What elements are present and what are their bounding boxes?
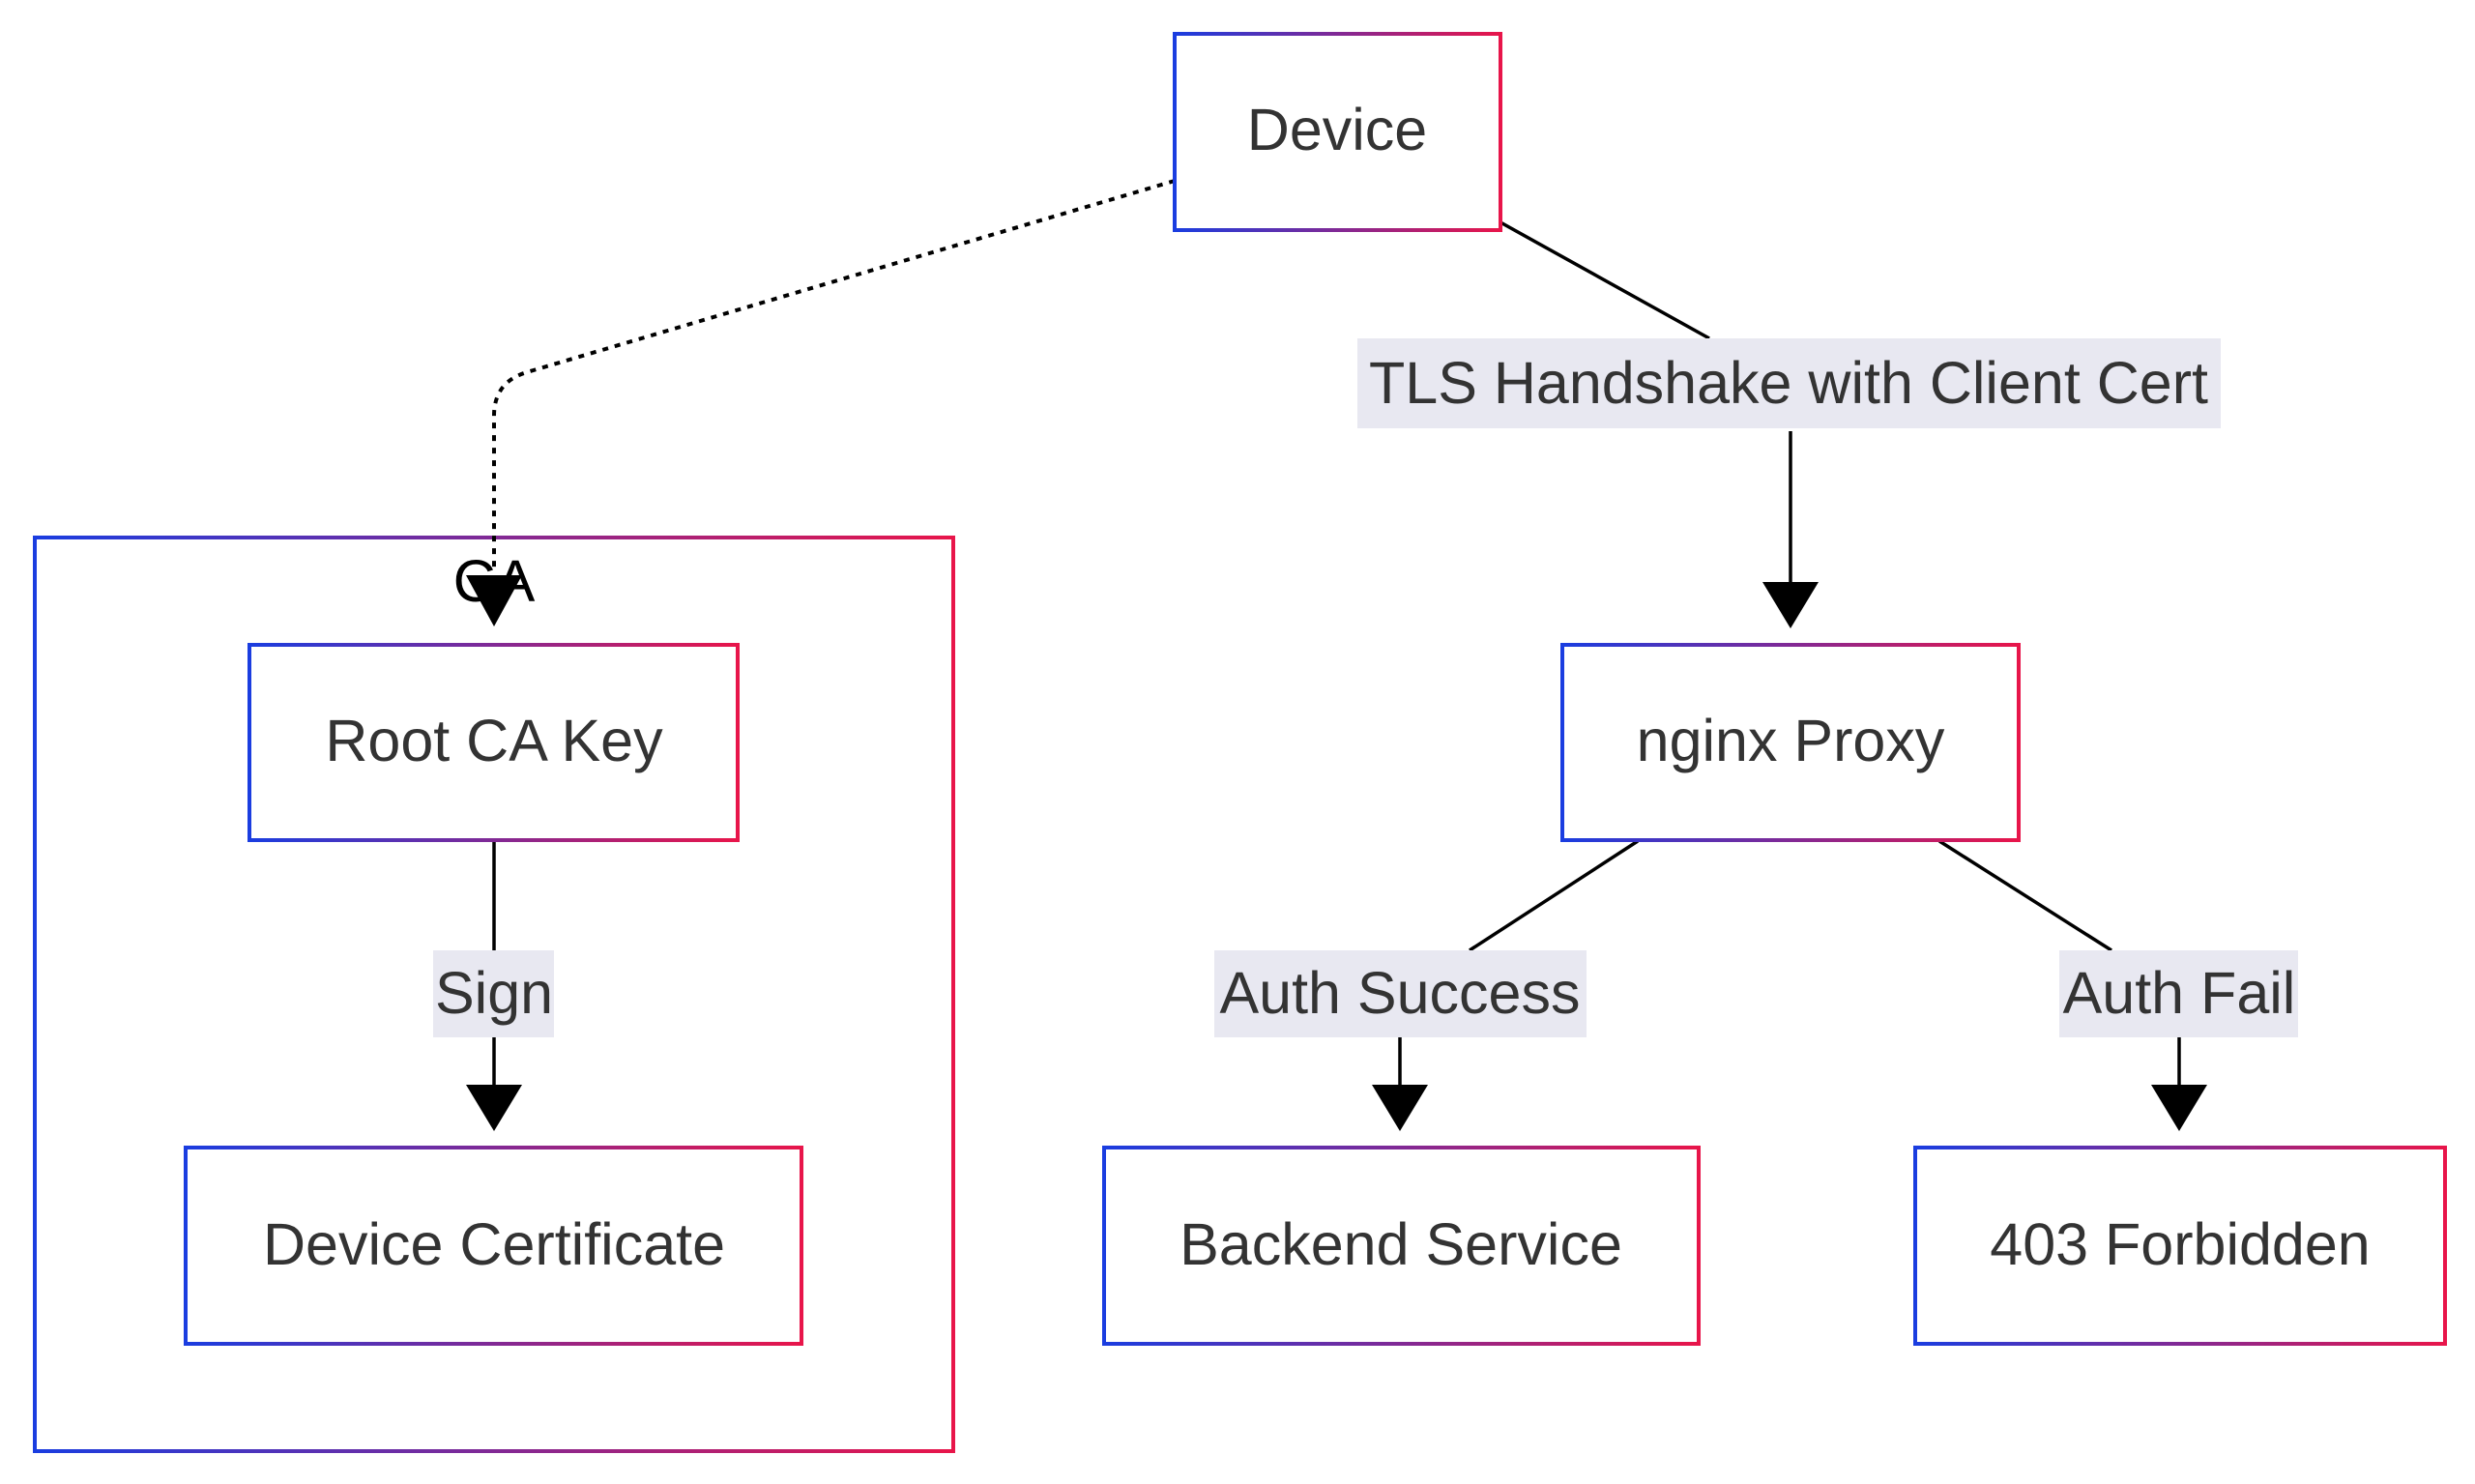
node-root-ca-key-label: Root CA Key: [325, 708, 663, 773]
node-device-certificate[interactable]: Device Certificate: [184, 1146, 803, 1346]
node-backend-service-box[interactable]: [1102, 1146, 1701, 1346]
edge-device-to-nginx-arrow: [1762, 582, 1819, 628]
edge-nginx-to-forbidden-upper[interactable]: [1938, 839, 2112, 952]
node-nginx-proxy-label: nginx Proxy: [1637, 708, 1945, 773]
edge-device-to-nginx[interactable]: [1500, 220, 1710, 340]
node-backend-service-label: Backend Service: [1179, 1211, 1622, 1277]
edge-label-auth-success-text: Auth Success: [1220, 960, 1581, 1026]
node-backend-service[interactable]: Backend Service: [1102, 1146, 1701, 1346]
edge-label-tls-handshake-bg: [1357, 338, 2221, 428]
node-root-ca-key-box[interactable]: [248, 643, 740, 842]
edge-device-to-root-ca-key-arrow: [466, 575, 522, 626]
edge-labels: TLS Handshake with Client Cert Sign Auth…: [433, 338, 2298, 1037]
node-device-certificate-label: Device Certificate: [263, 1211, 725, 1277]
node-root-ca-key[interactable]: Root CA Key: [248, 643, 740, 842]
edge-label-auth-fail: Auth Fail: [2059, 950, 2298, 1037]
edge-label-auth-success-bg: [1214, 950, 1587, 1037]
edge-label-sign: Sign: [433, 950, 554, 1037]
node-nginx-proxy[interactable]: nginx Proxy: [1560, 643, 2021, 842]
edge-label-auth-fail-bg: [2059, 950, 2298, 1037]
node-403-forbidden-box[interactable]: [1913, 1146, 2447, 1346]
edge-label-sign-text: Sign: [435, 960, 553, 1026]
node-device-certificate-box[interactable]: [184, 1146, 803, 1346]
edge-label-tls-handshake-text: TLS Handshake with Client Cert: [1369, 350, 2208, 416]
edge-root-to-cert-arrow: [466, 1085, 522, 1131]
edge-nginx-to-backend-arrow: [1372, 1085, 1428, 1131]
edge-label-auth-fail-text: Auth Fail: [2063, 960, 2296, 1026]
edge-device-to-root-ca-key[interactable]: [492, 179, 1176, 570]
node-403-forbidden[interactable]: 403 Forbidden: [1913, 1146, 2447, 1346]
node-device[interactable]: Device: [1173, 32, 1502, 232]
node-nginx-proxy-box[interactable]: [1560, 643, 2021, 842]
edge-label-sign-bg: [433, 950, 554, 1037]
edges: [466, 179, 2207, 1131]
node-403-forbidden-label: 403 Forbidden: [1990, 1211, 2370, 1277]
edge-nginx-to-backend-upper[interactable]: [1469, 839, 1639, 952]
nodes: Device Root CA Key Device Certificate ng…: [184, 32, 2447, 1346]
node-device-label: Device: [1247, 97, 1427, 162]
edge-label-tls-handshake: TLS Handshake with Client Cert: [1357, 338, 2221, 428]
edge-nginx-to-forbidden-arrow: [2151, 1085, 2207, 1131]
edge-label-auth-success: Auth Success: [1214, 950, 1587, 1037]
node-device-box[interactable]: [1173, 32, 1502, 232]
